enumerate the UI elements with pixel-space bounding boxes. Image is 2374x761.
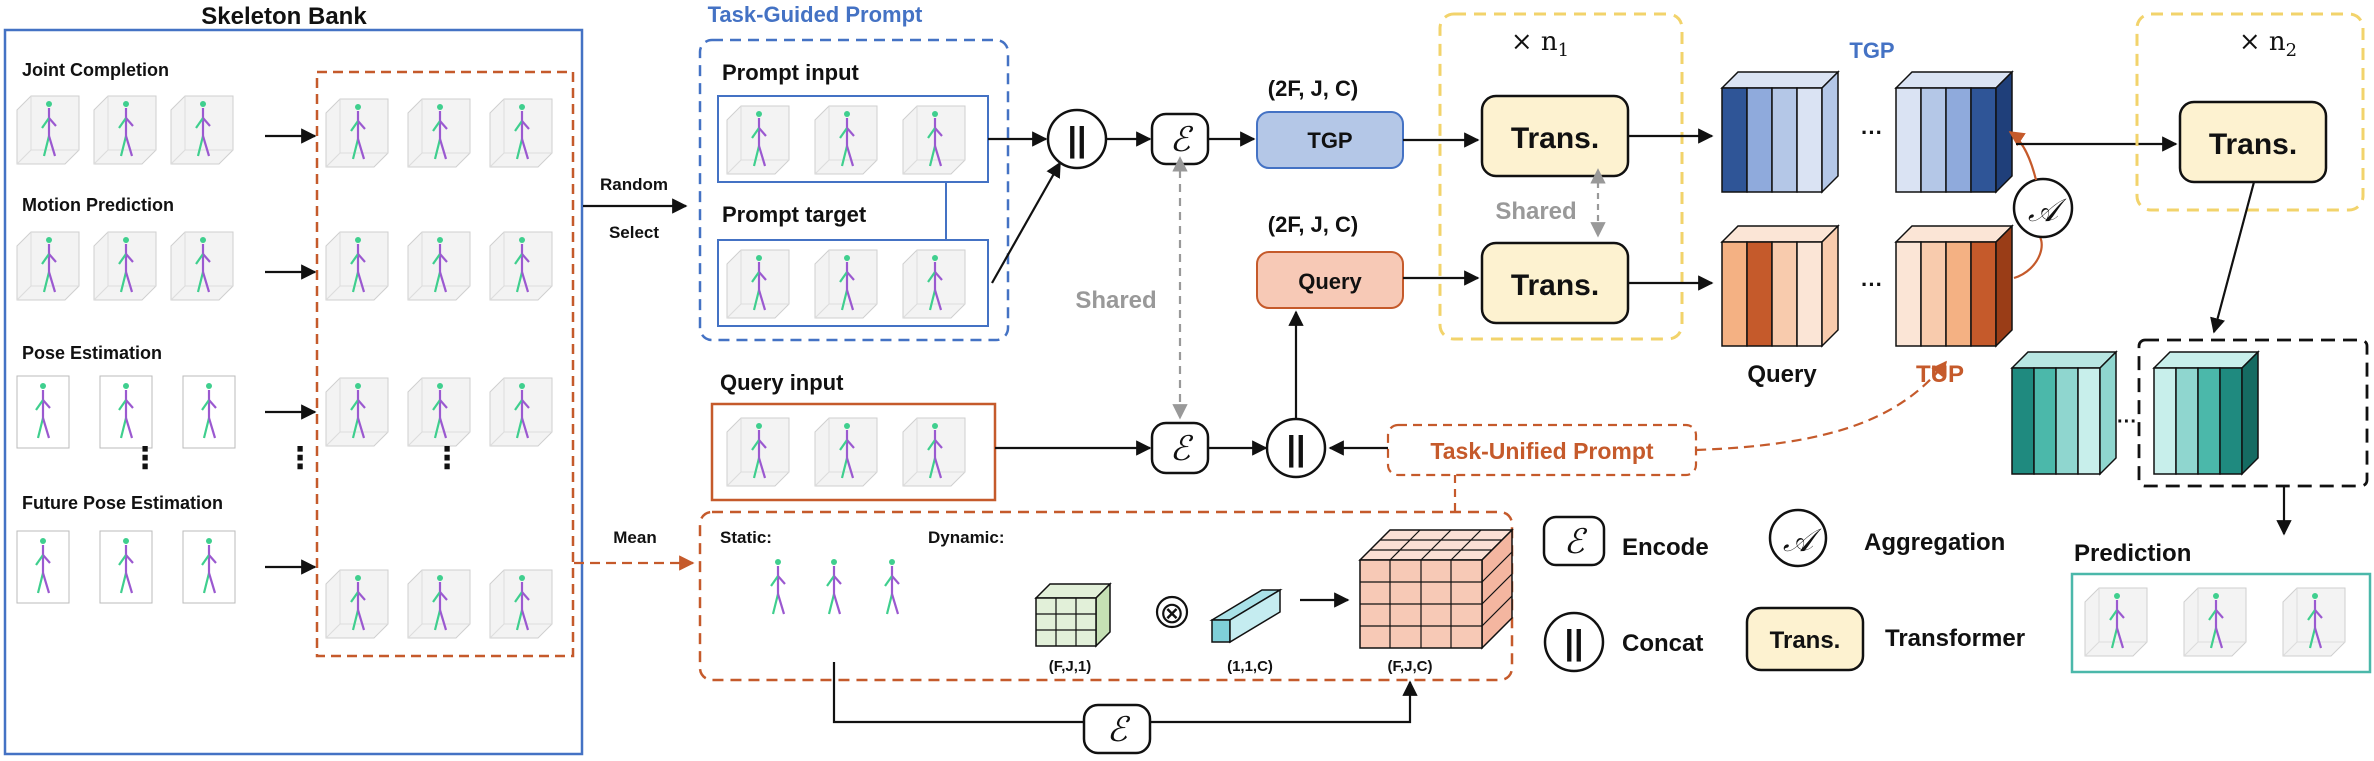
arrow-trans-n2-to-output — [2210, 181, 2256, 334]
tgp-token-block-left — [1720, 70, 1840, 194]
static-skeletons — [769, 557, 901, 616]
tgp-box-label: TGP — [1307, 128, 1352, 153]
output-selection-frame — [2137, 338, 2369, 488]
query-dims: (2F, J, C) — [1268, 212, 1358, 237]
task-guided-prompt-title: Task-Guided Prompt — [708, 2, 923, 27]
task-unified-prompt-title: Task-Unified Prompt — [1430, 438, 1654, 464]
dim-fj1: (F,J,1) — [1049, 658, 1092, 675]
tgp-dims: (2F, J, C) — [1268, 76, 1358, 101]
trans-stack-n1-frame — [1438, 12, 1684, 341]
task-guided-prompt-frame — [698, 38, 1010, 342]
task-future-pose-estimation: Future Pose Estimation — [22, 493, 223, 513]
ellipsis-dots-mid: ⋮ — [285, 442, 315, 475]
skeleton-bank-selected-frame — [315, 70, 575, 658]
tgp-tokens-label: TGP — [1849, 38, 1894, 63]
prediction-box — [2070, 572, 2372, 674]
encode-symbol-bottom: ℰ — [1170, 429, 1194, 469]
random-label: Random — [600, 175, 668, 194]
aggregation-icon — [2012, 177, 2074, 239]
prediction-label: Prediction — [2074, 540, 2191, 567]
prompt-target-box — [717, 239, 989, 327]
query-input-label: Query input — [720, 370, 844, 395]
skeleton-row-motion-prediction — [17, 232, 552, 300]
static-label: Static: — [720, 528, 772, 547]
legend-aggregation-label: Aggregation — [1864, 529, 2005, 556]
concat-symbol-bottom: || — [1286, 430, 1305, 468]
legend-encode-symbol: ℰ — [1564, 522, 1588, 562]
shared-label-left: Shared — [1075, 287, 1156, 314]
output-token-block-right — [2152, 350, 2260, 476]
prompt-input-label: Prompt input — [722, 60, 860, 85]
skeleton-row-joint-completion — [17, 96, 552, 167]
otimes-icon — [1155, 595, 1189, 629]
skeleton-bank-title: Skeleton Bank — [201, 3, 367, 30]
query-token-block-right — [1894, 224, 2014, 348]
task-motion-prediction: Motion Prediction — [22, 195, 174, 215]
mean-label: Mean — [613, 528, 656, 547]
query-tokens-label: Query — [1747, 361, 1817, 388]
output-token-ellipsis: ··· — [2117, 411, 2137, 433]
task-joint-completion: Joint Completion — [22, 60, 169, 80]
encode-symbol-loop: ℰ — [1107, 710, 1131, 750]
trans-label-n2: Trans. — [2209, 128, 2297, 161]
n2-label: × n2 — [2239, 27, 2297, 61]
legend-encode-label: Encode — [1622, 534, 1709, 561]
legend-concat-symbol: || — [1564, 624, 1583, 662]
legend-trans-icon — [1745, 606, 1865, 672]
ellipsis-dots-left: ⋮ — [130, 442, 160, 475]
dynamic-vector-11c — [1209, 588, 1283, 644]
loop-line-left — [832, 662, 1084, 724]
prompt-target-label: Prompt target — [722, 202, 867, 227]
encode-symbol-top: ℰ — [1170, 120, 1194, 160]
arrow-tup-to-tokens — [1695, 360, 1947, 452]
arrow-prompt-target-to-concat — [991, 161, 1061, 284]
skeleton-row-future-pose-estimation — [17, 531, 552, 638]
aggregate-to-tgp-arrow — [2008, 131, 2038, 181]
query-token-ellipsis: ··· — [1861, 272, 1883, 297]
query-input-box — [710, 402, 997, 502]
legend-transformer-label: Transformer — [1885, 625, 2025, 652]
query-box-label: Query — [1298, 269, 1362, 294]
skeleton-row-pose-estimation — [17, 376, 552, 448]
ellipsis-dots-right: ⋮ — [432, 442, 462, 475]
task-pose-estimation: Pose Estimation — [22, 343, 162, 363]
output-token-block-left — [2010, 350, 2118, 476]
legend-concat-icon — [1543, 611, 1605, 673]
dynamic-grid-fj1 — [1034, 582, 1112, 648]
trans-label-bottom: Trans. — [1511, 269, 1599, 302]
n1-label: × n1 — [1511, 27, 1569, 61]
shared-label-middle: Shared — [1495, 198, 1576, 225]
trans-stack-n2-frame — [2135, 12, 2365, 212]
legend-trans-text: Trans. — [1770, 627, 1841, 654]
dynamic-tensor-fjc — [1358, 528, 1514, 650]
legend-encode-icon — [1542, 515, 1606, 567]
select-label: Select — [609, 223, 659, 242]
tgp-token-block-right — [1894, 70, 2014, 194]
dim-fjc: (F,J,C) — [1388, 658, 1433, 675]
query-box — [1256, 251, 1404, 309]
legend-concat-label: Concat — [1622, 630, 1703, 657]
dim-11c: (1,1,C) — [1227, 658, 1273, 675]
query-token-block-left — [1720, 224, 1840, 348]
tup-tokens-label: TUP — [1916, 361, 1964, 388]
tgp-token-ellipsis: ··· — [1861, 120, 1883, 145]
loop-line-right — [1150, 680, 1418, 724]
otimes-symbol: ⊗ — [1159, 597, 1184, 630]
trans-label-top: Trans. — [1511, 122, 1599, 155]
legend: ℰ Encode || Concat 𝒜 Aggregation Trans. … — [1542, 508, 2025, 673]
skeleton-bank-frame — [3, 28, 584, 756]
legend-aggregation-icon — [1768, 508, 1828, 568]
encode-icon-loop — [1082, 703, 1152, 755]
dynamic-label: Dynamic: — [928, 528, 1005, 547]
concat-symbol-top: || — [1067, 121, 1086, 159]
